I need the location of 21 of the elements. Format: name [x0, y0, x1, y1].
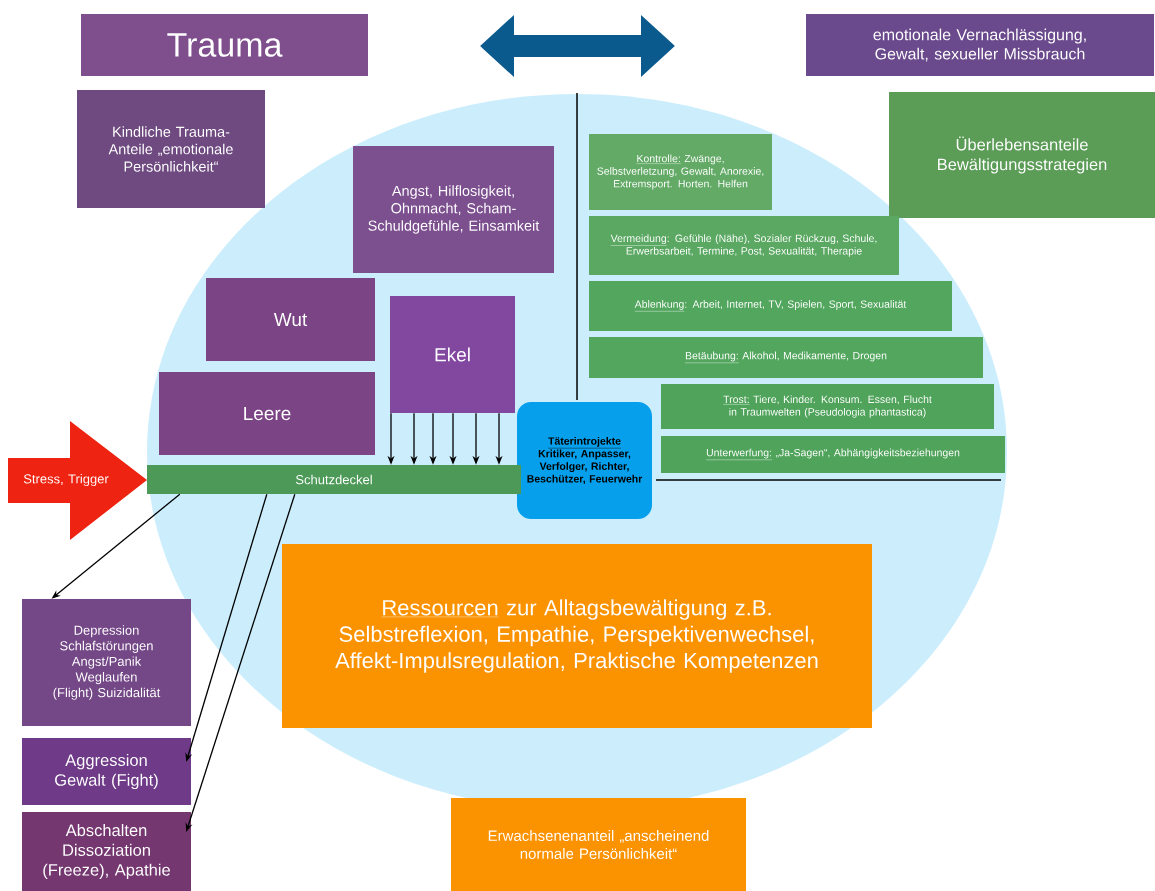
emotion-box: Ekel: [390, 296, 515, 413]
lid-bar: Schutzdeckel: [147, 465, 521, 494]
strategy-box: Trost: Tiere, Kinder. Konsum. Essen, Flucht in Traumwelten (Pseudologia phantastica): [661, 384, 994, 429]
strategy-box: Vermeidung: Gefühle (Nähe), Sozialer Rückzug, Schule, Erwerbsarbeit, Termine, Post, Sexualität, Therapie: [589, 216, 899, 275]
adult-part-box: Erwachsenenanteil „anscheinend normale Persönlichkeit“: [451, 798, 746, 891]
strategy-box: Betäubung: Alkohol, Medikamente, Drogen: [589, 337, 983, 378]
part-box: Überlebensanteile Bewältigungsstrategien: [889, 92, 1155, 218]
title-box: Trauma: [81, 14, 368, 76]
strategy-box: Ablenkung: Arbeit, Internet, TV, Spielen, Sport, Sexualität: [589, 281, 952, 331]
introject-box: Täterintrojekte Kritiker, Anpasser, Verfolger, Richter, Beschützer, Feuerwehr: [517, 402, 652, 519]
emotion-box: Wut: [206, 278, 375, 361]
part-box: Kindliche Trauma-Anteile „emotionale Persönlichkeit“: [77, 90, 265, 208]
strategy-box: Kontrolle: Zwänge, Selbstverletzung, Gewalt, Anorexie, Extremsport. Horten. Helfen: [589, 134, 772, 210]
symptom-box: Depression Schlafstörungen Angst/Panik Weglaufen (Flight) Suizidalität: [22, 599, 191, 726]
label-box: emotionale Vernachlässigung, Gewalt, sexueller Missbrauch: [806, 14, 1154, 76]
emotion-box: Leere: [159, 372, 375, 455]
resource-box: Ressourcen zur Alltagsbewältigung z.B. Selbstreflexion, Empathie, Perspektivenwechsel, Affekt-Impulsregulation, Praktische Kompetenzen: [282, 544, 872, 728]
strategy-box: Unterwerfung: „Ja-Sagen“, Abhängigkeitsbeziehungen: [661, 436, 1005, 473]
symptom-box: Aggression Gewalt (Fight): [22, 738, 191, 805]
emotion-box: Angst, Hilflosigkeit, Ohnmacht, Scham- Schuldgefühle, Einsamkeit: [353, 146, 554, 273]
symptom-box: Abschalten Dissoziation (Freeze), Apathie: [22, 812, 191, 891]
